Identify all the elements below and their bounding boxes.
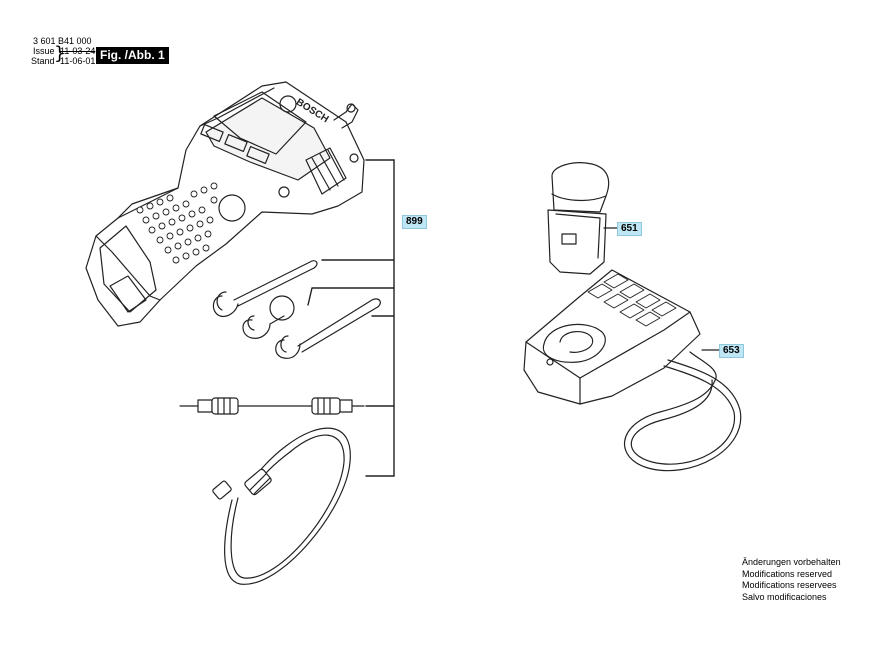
mirror-accessory bbox=[275, 298, 381, 359]
charger-illustration bbox=[523, 269, 742, 472]
callout-651: 651 bbox=[617, 222, 642, 236]
note-english: Modifications reserved bbox=[742, 568, 833, 579]
inspection-camera-illustration: BOSCH bbox=[85, 81, 365, 327]
header-brace: } bbox=[54, 43, 66, 64]
kit-bracket bbox=[307, 159, 395, 477]
note-french: Modifications reservees bbox=[742, 580, 837, 590]
note-spanish: Salvo modificaciones bbox=[742, 591, 827, 602]
magnet-accessory bbox=[242, 295, 295, 339]
modification-notes: Änderungen vorbehalten Modifications res… bbox=[742, 557, 841, 603]
av-cable bbox=[179, 397, 365, 415]
figure-label: Fig. /Abb. 1 bbox=[96, 47, 169, 64]
callout-653: 653 bbox=[719, 344, 744, 358]
stand-date: 11-06-01 bbox=[60, 56, 96, 66]
part-number: 3 601 B41 000 bbox=[33, 36, 92, 46]
battery-illustration bbox=[547, 162, 619, 275]
imaging-cable bbox=[212, 427, 351, 585]
issue-date: 11-03-24 bbox=[60, 46, 96, 56]
note-german: Änderungen vorbehalten bbox=[742, 557, 841, 567]
callout-899: 899 bbox=[402, 215, 427, 229]
issue-label: Issue bbox=[33, 46, 55, 56]
hook-accessory bbox=[212, 260, 318, 317]
stand-label: Stand bbox=[31, 56, 55, 66]
